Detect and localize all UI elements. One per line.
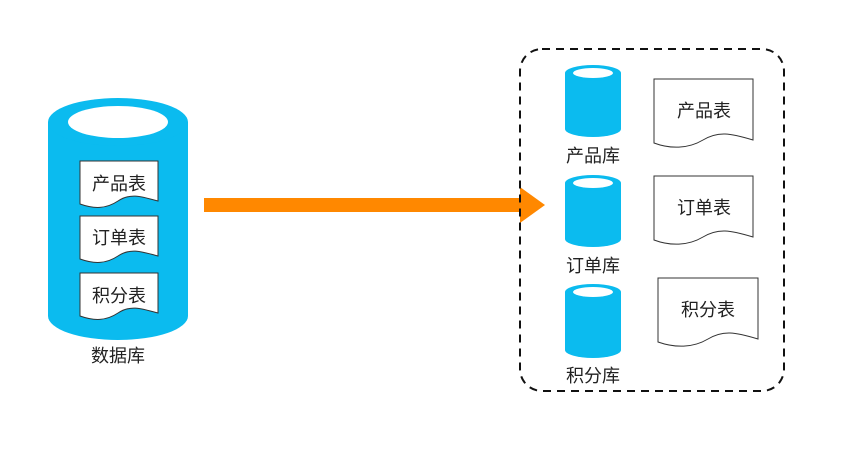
target-table-label: 产品表: [677, 101, 731, 122]
source-db-top-inner: [68, 106, 168, 138]
target-table-label: 订单表: [677, 198, 731, 219]
source-db-label: 数据库: [91, 346, 145, 367]
target-db-body: [565, 183, 621, 247]
target-table-1: 产品表: [653, 78, 754, 148]
split-arrow: [204, 187, 545, 223]
arrow-shaft: [204, 198, 524, 212]
document-shape: [79, 272, 159, 320]
document-shape: [653, 175, 754, 245]
document-shape: [657, 277, 759, 347]
target-db-label: 订单库: [566, 256, 620, 277]
target-table-label: 积分表: [681, 300, 735, 321]
document-shape: [79, 160, 159, 208]
target-db-body: [565, 292, 621, 358]
source-table-label: 产品表: [92, 174, 146, 195]
source-table-label: 订单表: [92, 228, 146, 249]
target-db-label: 积分库: [566, 366, 620, 387]
target-db-label: 产品库: [566, 146, 620, 167]
source-table-2: 订单表: [79, 215, 159, 263]
target-db-2: 订单库: [565, 175, 621, 277]
source-table-label: 积分表: [92, 286, 146, 307]
target-db-body: [565, 73, 621, 137]
document-shape: [79, 215, 159, 263]
arrow-head: [520, 187, 545, 223]
document-shape: [653, 78, 754, 148]
target-db-top-inner: [573, 287, 613, 297]
target-table-3: 积分表: [657, 277, 759, 347]
target-db-top-inner: [573, 68, 613, 78]
source-table-3: 积分表: [79, 272, 159, 320]
target-db-top-inner: [573, 178, 613, 188]
source-table-1: 产品表: [79, 160, 159, 208]
target-table-2: 订单表: [653, 175, 754, 245]
target-db-3: 积分库: [565, 284, 621, 387]
target-db-1: 产品库: [565, 65, 621, 167]
